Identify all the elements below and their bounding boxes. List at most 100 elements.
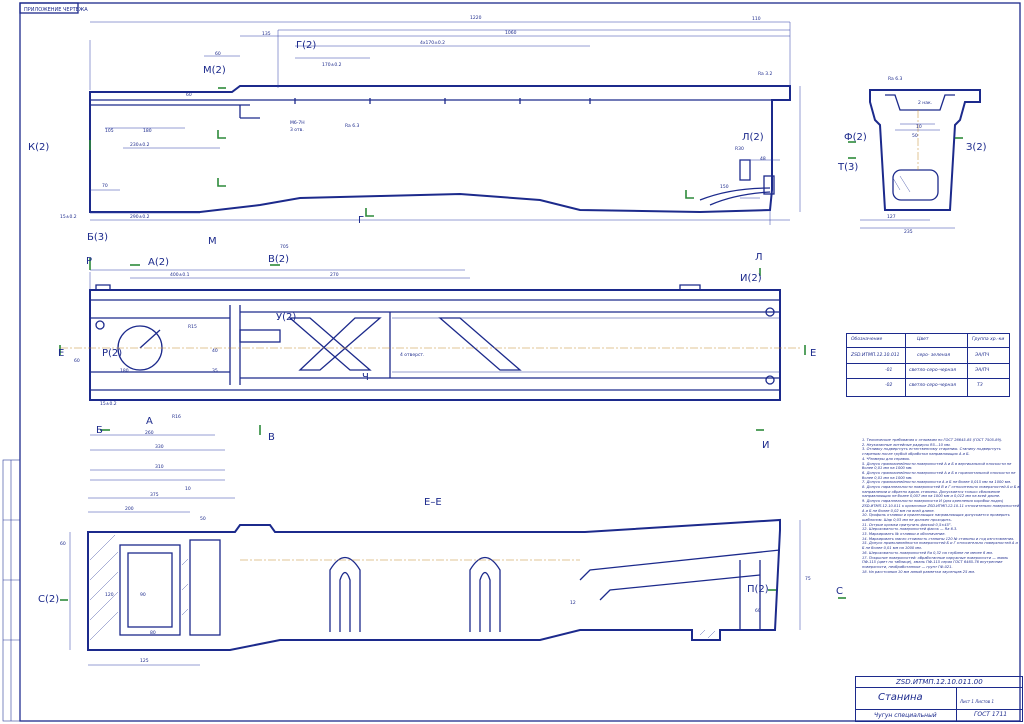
dim-sec-80: 80	[150, 630, 156, 636]
side-10: 10	[916, 124, 922, 130]
dim-sec-60: 60	[755, 608, 761, 614]
material: Чугун специальный	[874, 712, 937, 719]
sheet-frame	[19, 2, 1021, 722]
side-235: 235	[904, 229, 913, 235]
note-item: 9. Допуск параллельности поверхности И (…	[862, 499, 1020, 513]
section-title: Е–Е	[424, 497, 442, 508]
label-v: В	[268, 432, 275, 443]
dim-sec-50: 50	[200, 516, 206, 522]
dim-plan-310: 310	[155, 464, 164, 470]
dim-top-110: 110	[752, 16, 761, 22]
note-item: 1. Технические требования к отливкам по …	[862, 438, 1003, 442]
dim-plan-35: 35	[212, 368, 218, 374]
dim-top-230: 230±0.2	[130, 142, 150, 148]
dim-top-105: 105	[105, 128, 114, 134]
label-e-left: Е	[58, 348, 64, 359]
spec-h-designation: Обозначение	[851, 337, 883, 342]
spec-row: -02 светло-серо-черная ТЗ	[885, 383, 983, 388]
note-item: 3. Отливку подвергнуть естественному ста…	[862, 447, 1001, 457]
label-b3: Б(3)	[87, 232, 108, 243]
label-r: Р	[86, 256, 92, 267]
dim-sec-375: 375	[150, 492, 159, 498]
drawing-code: ZSD.ИТМП.12.10.011.00	[896, 678, 983, 686]
dim-top-1220: 1220	[470, 15, 482, 21]
dim-top-60: 60	[215, 51, 221, 57]
sheet-info: Лист 1 Листов 1	[960, 699, 994, 704]
label-e-right: Е	[810, 348, 816, 359]
label-r2: Р(2)	[102, 348, 122, 359]
dim-plan-r15: R15	[188, 324, 197, 330]
title-block: ZSD.ИТМП.12.10.011.00 Станина Лист 1 Лис…	[855, 676, 1023, 722]
dim-top-170: 170±0.2	[322, 62, 342, 68]
note-item: 15. Допуск прямолинейности поверхностей …	[862, 541, 1018, 551]
dim-top-holes: 3 отв.	[290, 127, 304, 133]
dim-sec-125: 125	[140, 658, 149, 664]
dim-sec-200: 200	[125, 506, 134, 512]
side-ra: Ra 6.3	[888, 76, 903, 82]
label-k2: К(2)	[28, 142, 49, 153]
top-stamp	[19, 2, 79, 14]
dim-plan-4otv: 4 отверст.	[400, 352, 424, 358]
dim-top-48: 48	[760, 156, 766, 162]
standard: ГОСТ 1711	[974, 711, 1008, 718]
note-item: 13. Маркировать № отливки и обозначение.	[862, 532, 946, 537]
note-item: 2. Неуказанные литейные радиусы R5...10 …	[862, 442, 951, 447]
dim-top-1060: 1060	[505, 30, 517, 36]
note-item: 4. *Размеры для справок.	[862, 456, 911, 461]
dim-plan-60: 60	[74, 358, 80, 364]
dim-top-4x170: 4х170±0.2	[420, 40, 445, 46]
spec-row: -01 светло-серо-черная ЭА/ПЧ	[847, 365, 1009, 379]
dim-top-150: 150	[720, 184, 729, 190]
label-i2: И(2)	[740, 273, 762, 284]
dim-plan-270: 270	[330, 272, 339, 278]
dim-plan-180: 180	[120, 368, 129, 374]
spec-header-row: Обозначение Цвет Группа хр.-ки	[847, 334, 1009, 348]
label-v2: В(2)	[268, 254, 289, 265]
note-item: 16. Шероховатость поверхностей Ra 0,32 н…	[862, 550, 994, 555]
side-127: 127	[887, 214, 896, 220]
binding-strip	[2, 459, 21, 722]
spec-row: ZSD.ИТМП.12.10.011 серо- зеленая ЭА/ПЧ	[847, 350, 1009, 364]
dim-top-r30: R30	[735, 146, 744, 152]
dim-top-135: 135	[262, 31, 271, 37]
dim-top-60b: 60	[186, 92, 192, 98]
spec-h-group: Группа хр.-ки	[972, 337, 1005, 342]
note-item: 12. Шероховатость поверхностей фасок — R…	[862, 527, 958, 532]
spec-h-color: Цвет	[917, 337, 929, 342]
dim-plan-330: 330	[155, 444, 164, 450]
technical-notes: 1. Технические требования к отливкам по …	[862, 438, 1020, 574]
dim-sec-12: 12	[570, 600, 576, 606]
label-u2: У(2)	[276, 312, 296, 323]
label-m2: М(2)	[203, 65, 226, 76]
label-ch: Ч	[362, 372, 369, 383]
label-f2: Ф(2)	[844, 132, 867, 143]
label-c: С	[836, 586, 843, 597]
section-view	[60, 497, 846, 666]
label-c2: С(2)	[38, 594, 59, 605]
label-i: И	[762, 440, 769, 451]
label-t3: Т(3)	[837, 162, 858, 173]
dim-top-thread: М6-7Н	[290, 120, 305, 126]
plan-view	[59, 258, 806, 481]
dim-plan-10: 10	[185, 486, 191, 492]
dim-top-ra63: Ra 6.3	[345, 123, 360, 129]
label-l: Л	[755, 252, 763, 263]
note-item: 14. Маркировать масло стоимость станины …	[862, 536, 1015, 541]
dim-sec-60b: 60	[60, 541, 66, 547]
note-item: 18. На расстоянии 10 мм линий разметки з…	[862, 569, 976, 574]
side-50: 50	[912, 133, 918, 139]
label-g2: Г(2)	[296, 40, 316, 51]
dim-plan-40: 40	[212, 348, 218, 354]
dim-plan-400: 400±0.1	[170, 272, 190, 278]
dim-top-180: 180	[143, 128, 152, 134]
note-item: 17. Покрытие поверхностей: обработанные …	[862, 555, 1009, 569]
dim-sec-90: 90	[140, 592, 146, 598]
dim-plan-705: 705	[280, 244, 289, 250]
top-stamp-text: ПРИЛОЖЕНИЕ ЧЕРТЕЖА	[24, 7, 88, 13]
dim-top-70: 70	[102, 183, 108, 189]
note-item: 11. Острые кромки притупить фаской 0,5×4…	[862, 522, 952, 527]
side-section-view	[848, 89, 981, 229]
note-item: 7. Допуск прямолинейности поверхности А …	[862, 480, 1012, 485]
label-b: Б	[96, 425, 103, 436]
